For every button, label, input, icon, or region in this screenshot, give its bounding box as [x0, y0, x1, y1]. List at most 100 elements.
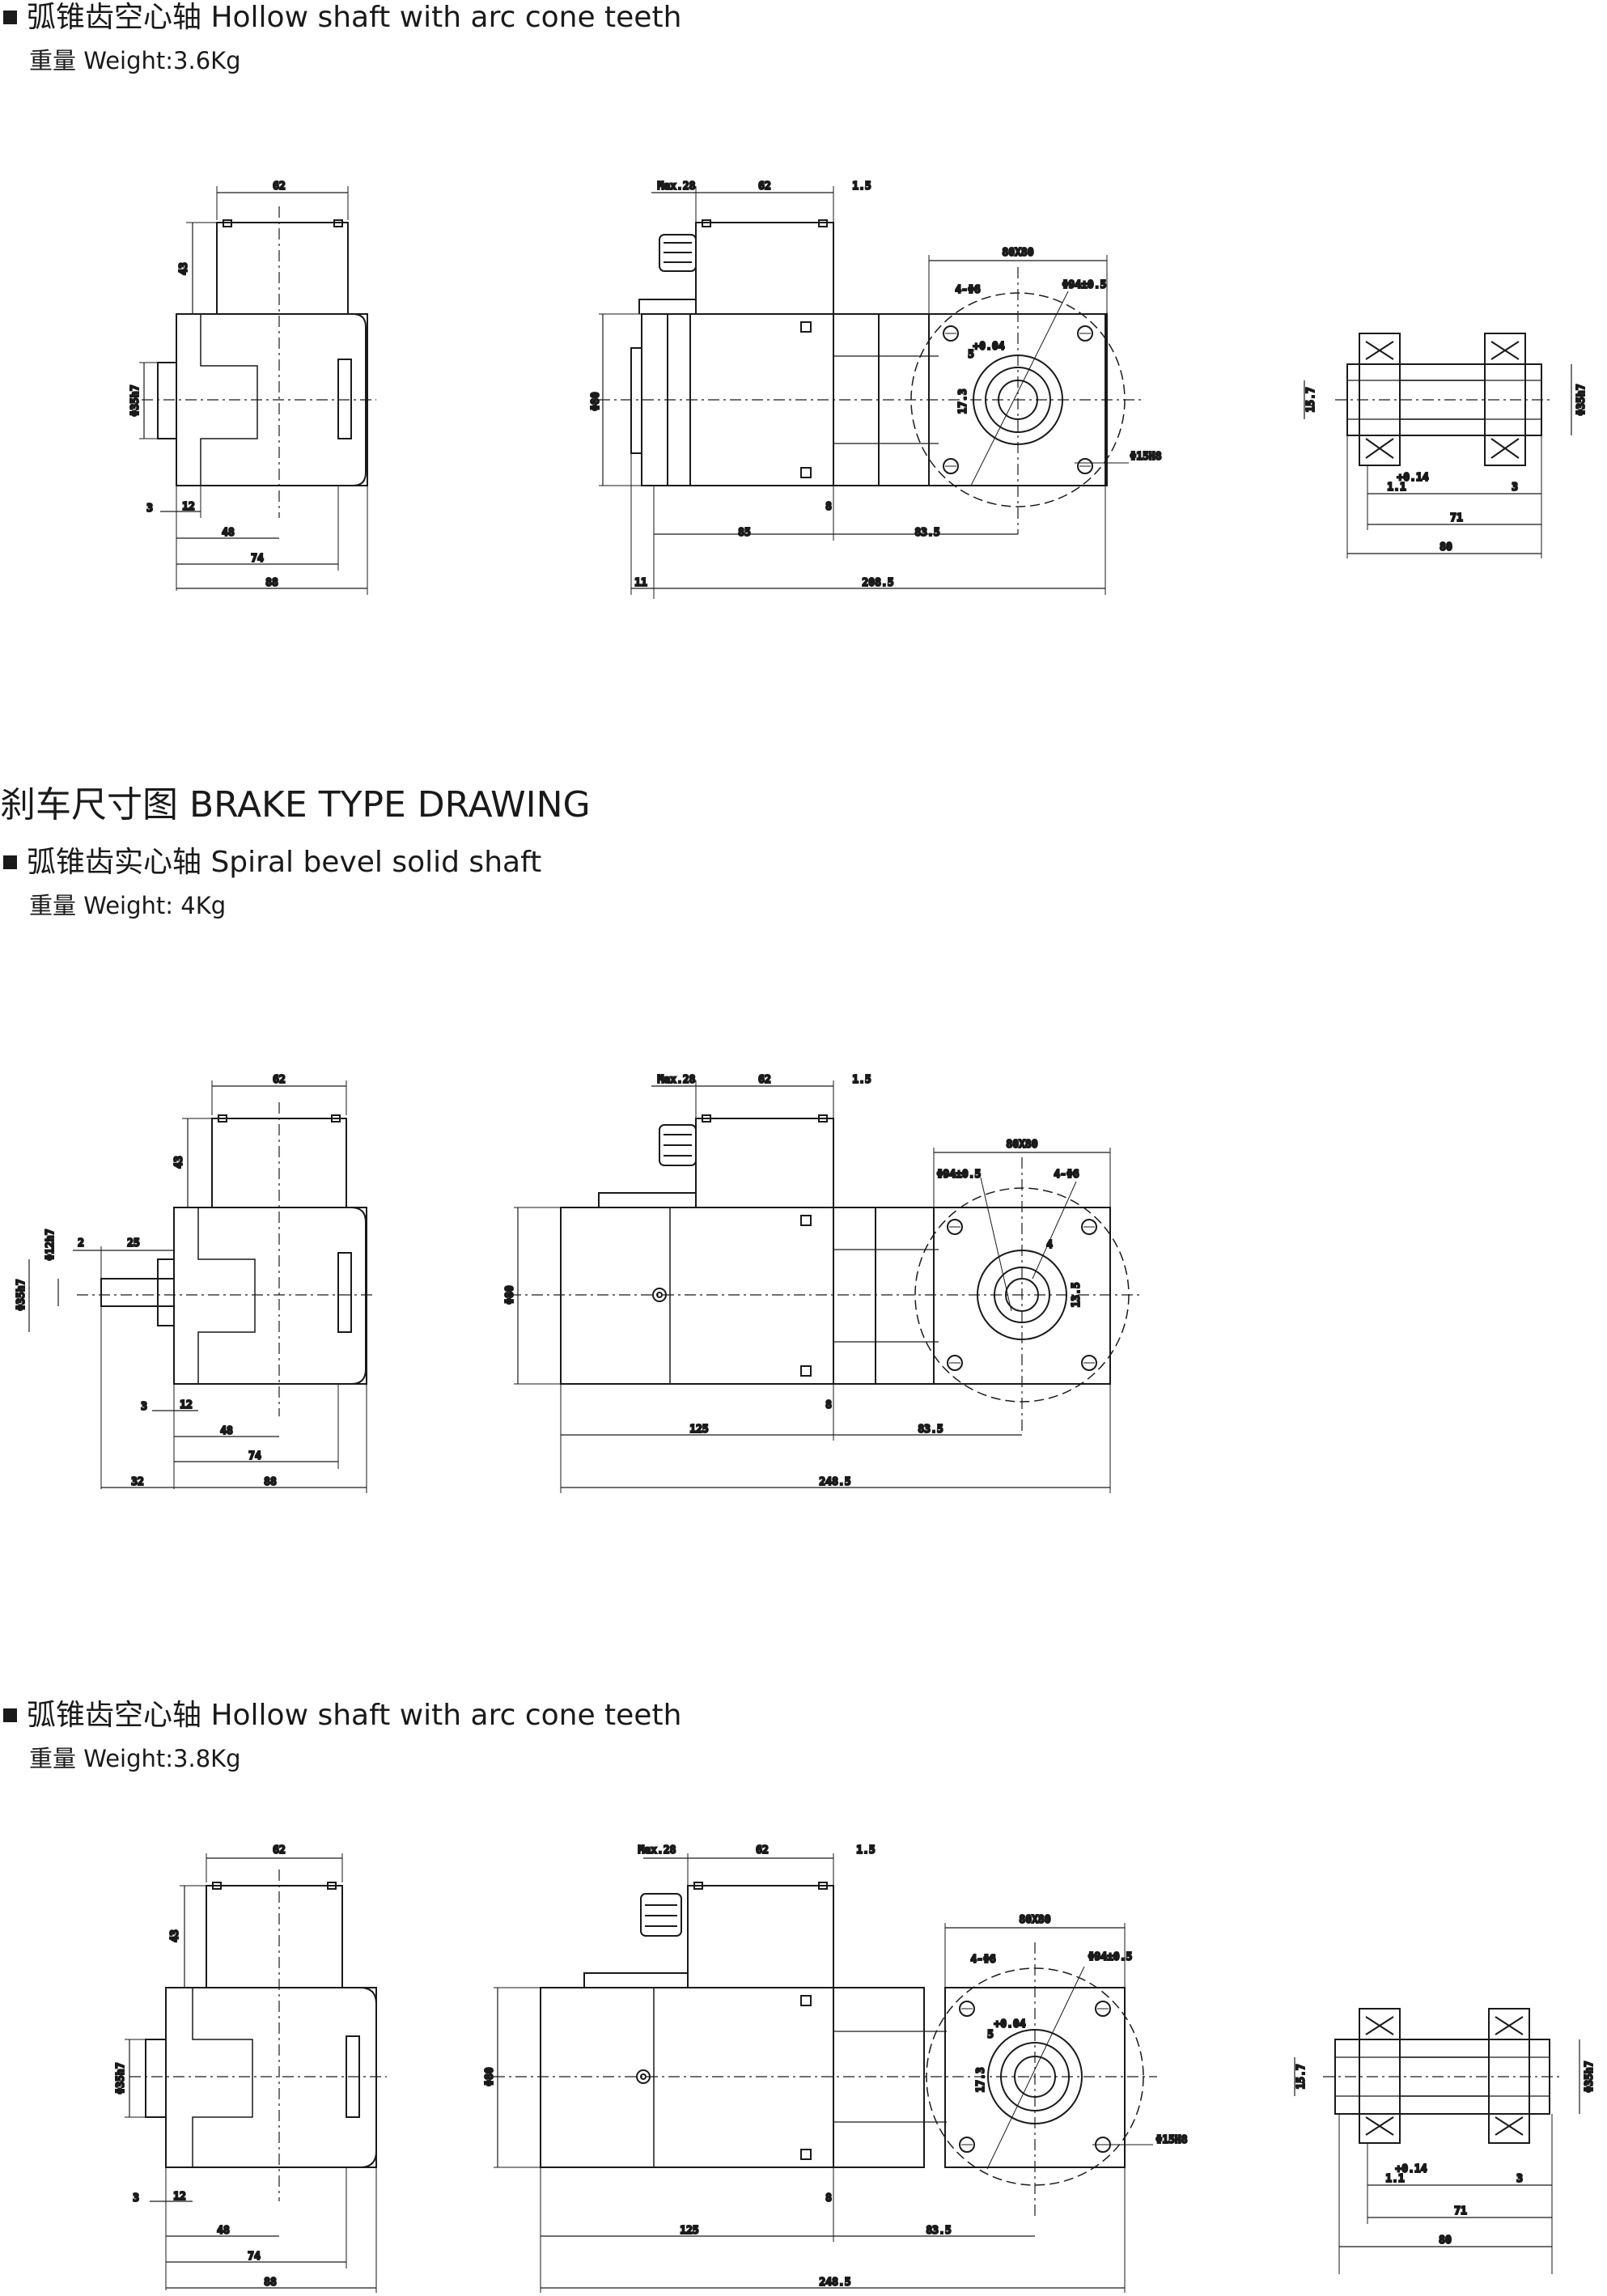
dim-tol: +0.04 — [973, 341, 1004, 353]
section3-heading: 弧锥齿空心轴 Hollow shaft with arc cone teeth — [0, 1691, 681, 1734]
s1-front-view — [599, 186, 1141, 599]
dim-1-1: 1.1 — [1387, 482, 1406, 494]
dim-key: 5 — [968, 349, 974, 361]
dim-max28: Max.28 — [658, 180, 696, 193]
s1-side-view — [139, 186, 376, 595]
dim-holes: 4-Φ6 — [1054, 1169, 1079, 1181]
section2-heading: 弧锥齿实心轴 Spiral bevel solid shaft — [0, 838, 541, 881]
dim-1-5: 1.5 — [852, 1074, 871, 1086]
brake-title: 刹车尺寸图 BRAKE TYPE DRAWING — [0, 784, 591, 825]
dim-11: 11 — [634, 577, 647, 589]
dim-shaft: Φ35h7 — [129, 384, 142, 416]
dim-3: 3 — [1516, 2173, 1523, 2185]
dim-key: 5 — [987, 2029, 994, 2041]
dim-62: 62 — [273, 1074, 286, 1086]
square-bullet-icon — [3, 855, 17, 869]
dim-bore: Φ15H8 — [1155, 2134, 1187, 2146]
dim-shaft: Φ35h7 — [115, 2062, 127, 2094]
dim-3: 3 — [146, 503, 153, 515]
dim-pcd: Φ94±0.5 — [1062, 279, 1107, 291]
s1-section-view — [1304, 333, 1572, 558]
dim-max28: Max.28 — [638, 1844, 676, 1857]
square-bullet-icon — [3, 1708, 17, 1722]
dim-pcd: Φ94±0.5 — [1088, 1951, 1133, 1963]
s2-front-view — [510, 1080, 1141, 1493]
s3-section-view — [1294, 2008, 1580, 2274]
dim-13-5: 13.5 — [1071, 1282, 1083, 1307]
dim-88: 88 — [264, 2277, 277, 2289]
dim-1-1: 1.1 — [1385, 2173, 1405, 2185]
dim-3: 3 — [141, 1401, 147, 1413]
dim-74: 74 — [248, 2251, 261, 2263]
dim-phi80: Φ80 — [590, 392, 602, 411]
s3-front-view — [494, 1853, 1157, 2293]
dim-bore: Φ15H8 — [1130, 451, 1161, 463]
dim-phi80: Φ80 — [484, 2067, 496, 2086]
dim-83-5: 83.5 — [914, 527, 939, 539]
dim-74: 74 — [248, 1450, 261, 1462]
dim-80x80: 80X80 — [1002, 247, 1033, 259]
dim-125: 125 — [680, 2225, 698, 2237]
section3-weight: 重量 Weight:3.8Kg — [29, 1745, 241, 1772]
dim-shaft: Φ35h7 — [1575, 384, 1588, 415]
dim-25: 25 — [127, 1237, 140, 1250]
dim-85: 85 — [738, 527, 751, 539]
dim-88: 88 — [265, 577, 278, 589]
dim-1-5: 1.5 — [852, 180, 871, 193]
dim-phi80: Φ80 — [504, 1285, 516, 1305]
dim-15-7: 15.7 — [1295, 2064, 1308, 2089]
dim-48: 48 — [220, 1425, 233, 1437]
dim-12: 12 — [182, 501, 195, 513]
dim-pcd: Φ94±0.5 — [937, 1169, 982, 1181]
section2-weight: 重量 Weight: 4Kg — [29, 892, 227, 919]
dim-tol: +0.14 — [1395, 2163, 1427, 2175]
dim-32: 32 — [131, 1476, 144, 1488]
s2-side-view — [28, 1080, 376, 1493]
dim-71: 71 — [1454, 2205, 1467, 2217]
dim-71: 71 — [1450, 512, 1463, 524]
dim-80x80: 80X80 — [1019, 1914, 1050, 1926]
dim-62: 62 — [758, 180, 771, 193]
dim-key: 4 — [1046, 1239, 1053, 1251]
dim-2: 2 — [78, 1237, 84, 1250]
dim-43: 43 — [178, 262, 190, 275]
section1-heading: 弧锥齿空心轴 Hollow shaft with arc cone teeth — [0, 0, 681, 36]
dim-8: 8 — [825, 501, 832, 513]
dim-248-5: 248.5 — [819, 1476, 850, 1488]
dim-62: 62 — [756, 1844, 769, 1857]
dim-shaft: Φ35h7 — [1584, 2060, 1596, 2092]
section1-weight: 重量 Weight:3.6Kg — [29, 47, 241, 74]
dim-8: 8 — [825, 1399, 832, 1411]
dim-flange: Φ35h7 — [15, 1279, 28, 1310]
dim-max28: Max.28 — [658, 1074, 696, 1086]
dim-74: 74 — [251, 553, 264, 565]
dim-tol: +0.04 — [994, 2018, 1025, 2031]
dim-62: 62 — [273, 1844, 286, 1857]
dim-80: 80 — [1440, 541, 1452, 554]
dim-12: 12 — [173, 2191, 186, 2203]
dim-125: 125 — [689, 1424, 708, 1436]
dim-1-5: 1.5 — [856, 1844, 875, 1857]
dim-43: 43 — [169, 1929, 181, 1942]
dim-holes: 4-Φ6 — [955, 284, 980, 296]
dim-3: 3 — [1512, 482, 1518, 494]
square-bullet-icon — [3, 11, 17, 24]
dim-holes: 4-Φ6 — [970, 1954, 995, 1966]
dim-62: 62 — [273, 180, 286, 193]
dim-15-7: 15.7 — [1305, 387, 1317, 412]
dim-43: 43 — [173, 1156, 185, 1169]
dim-83-5: 83.5 — [918, 1424, 943, 1436]
dim-8: 8 — [825, 2192, 832, 2205]
dim-208-5: 208.5 — [862, 577, 893, 589]
dim-88: 88 — [264, 1476, 277, 1488]
s3-side-view — [125, 1853, 387, 2293]
dim-tol: +0.14 — [1397, 472, 1428, 484]
dim-248-5: 248.5 — [819, 2277, 850, 2289]
dim-48: 48 — [222, 527, 235, 539]
dim-17-3: 17.3 — [975, 2067, 987, 2092]
dim-83-5: 83.5 — [926, 2225, 951, 2237]
dim-shaft: Φ12h7 — [45, 1229, 57, 1260]
dim-80: 80 — [1439, 2234, 1452, 2247]
dim-17-3: 17.3 — [957, 388, 969, 414]
